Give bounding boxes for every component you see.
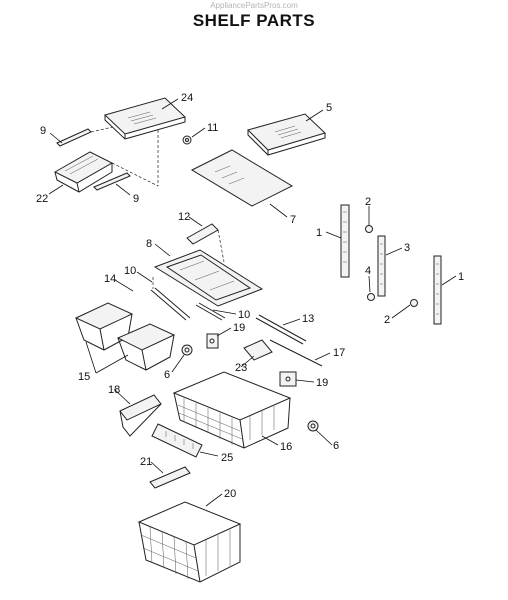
callout-9-upper: 9 [40, 125, 46, 137]
callout-10-lower: 10 [238, 309, 250, 321]
callout-4: 4 [365, 265, 371, 277]
part-1-shelf-rail-left [340, 204, 350, 278]
part-10-rail-upper [150, 287, 191, 321]
callout-5: 5 [326, 102, 332, 114]
part-19-bracket-left [206, 333, 219, 349]
part-5-shelf-frame [247, 113, 326, 156]
part-13-bar [255, 314, 307, 345]
part-23-bracket [243, 339, 273, 361]
part-18-basket-front [119, 394, 162, 437]
callout-19-lower: 19 [316, 377, 328, 389]
callout-2-upper: 2 [365, 196, 371, 208]
part-21-handle [149, 466, 191, 489]
part-7-glass-shelf [190, 149, 294, 207]
watermark: AppliancePartsPros.com [210, 1, 298, 10]
part-8-slide-shelf [153, 249, 264, 307]
callout-1-left: 1 [316, 227, 322, 239]
part-15-crisper-bin-right [116, 323, 176, 371]
callout-6-left: 6 [164, 369, 170, 381]
part-1-shelf-rail-right [433, 255, 442, 325]
part-19-bracket-right [279, 371, 297, 387]
part-6-roller-right [307, 420, 319, 432]
callout-19-upper: 19 [233, 322, 245, 334]
part-9-slide-rail-upper [56, 126, 114, 147]
part-6-roller-left [181, 344, 193, 356]
callout-21: 21 [140, 456, 152, 468]
callout-16: 16 [280, 441, 292, 453]
leader-lines [48, 98, 457, 507]
callout-23: 23 [235, 362, 247, 374]
part-24-drawer-cover [104, 97, 186, 140]
part-4-screw [367, 293, 375, 301]
callout-15: 15 [78, 371, 90, 383]
callout-20: 20 [224, 488, 236, 500]
part-2-screw-upper [365, 225, 373, 233]
part-10-rail-lower [195, 302, 226, 321]
callout-17: 17 [333, 347, 345, 359]
callout-1-right: 1 [458, 271, 464, 283]
callout-22: 22 [36, 193, 48, 205]
callout-14: 14 [104, 273, 116, 285]
callout-24: 24 [181, 92, 193, 104]
part-22-deli-drawer [53, 130, 159, 193]
diagram-title: SHELF PARTS [192, 11, 316, 30]
part-17-rod [269, 339, 323, 367]
callout-8: 8 [146, 238, 152, 250]
part-16-wire-basket [172, 371, 292, 449]
callout-12: 12 [178, 211, 190, 223]
callout-6-right: 6 [333, 440, 339, 452]
callout-7: 7 [290, 214, 296, 226]
callout-18: 18 [108, 384, 120, 396]
part-15-crisper-bin-left [74, 302, 134, 351]
callout-9-lower: 9 [133, 193, 139, 205]
part-11-bracket [182, 135, 192, 145]
callout-2-lower: 2 [384, 314, 390, 326]
part-20-lower-basket [137, 501, 242, 583]
part-25-basket-front [151, 423, 203, 458]
callout-13: 13 [302, 313, 314, 325]
callout-10-upper: 10 [124, 265, 136, 277]
part-12-clip [186, 223, 225, 263]
callout-11: 11 [207, 122, 218, 134]
part-9-slide-rail-lower [93, 172, 131, 191]
part-2-screw-lower [410, 299, 418, 307]
part-3-shelf-rail [377, 235, 386, 297]
callout-25: 25 [221, 452, 233, 464]
callout-3: 3 [404, 242, 410, 254]
